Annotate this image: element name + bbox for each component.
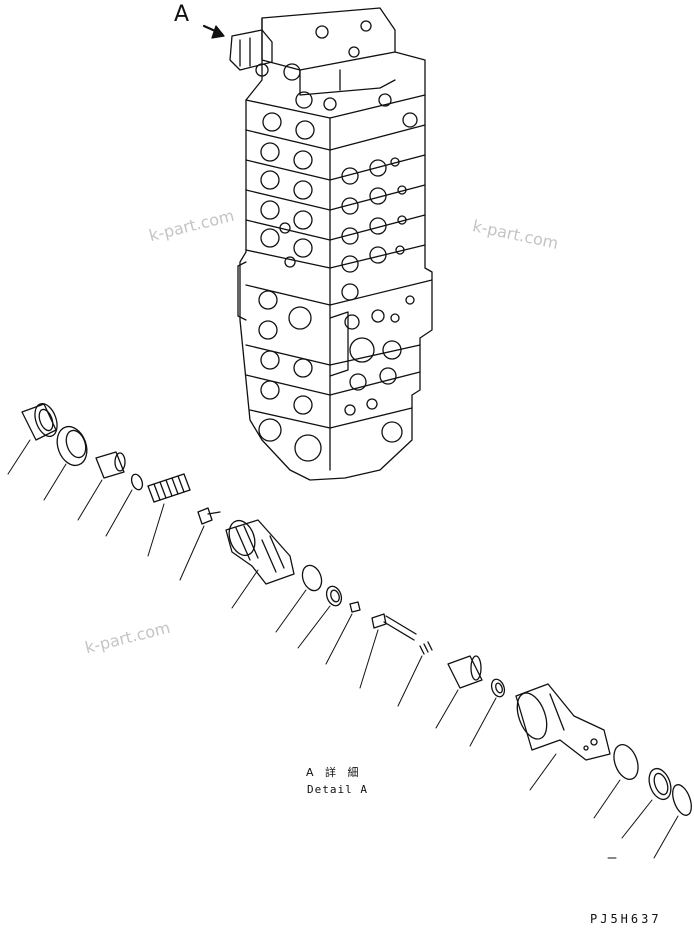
part-o-ring [301,564,323,592]
part-spring [147,473,191,503]
part-o-ring-outer [672,784,692,816]
part-valve-body [225,519,295,585]
leader-lines [7,439,679,859]
part-sleeve [447,655,483,689]
view-a-label: A [174,2,190,27]
part-end-cap [21,403,58,441]
part-small-o-ring [130,473,144,491]
main-control-valve [229,7,433,481]
part-backup-ring [325,585,343,607]
part-small-screw [349,601,361,613]
part-backup-ring-large [648,767,672,801]
part-o-ring-large [613,744,639,780]
part-piston [95,451,126,479]
part-long-pin [371,613,417,641]
view-a-arrow [202,24,225,39]
part-poppet [197,507,221,525]
part-seal-ring [490,678,506,698]
figure-code: PJ5H637 [590,912,662,926]
detail-label-japanese: A 詳 細 [306,766,363,779]
part-small-spring [419,641,433,655]
part-ring-nut [56,425,88,467]
part-plug [515,683,611,761]
detail-label-english: Detail A [307,783,368,796]
